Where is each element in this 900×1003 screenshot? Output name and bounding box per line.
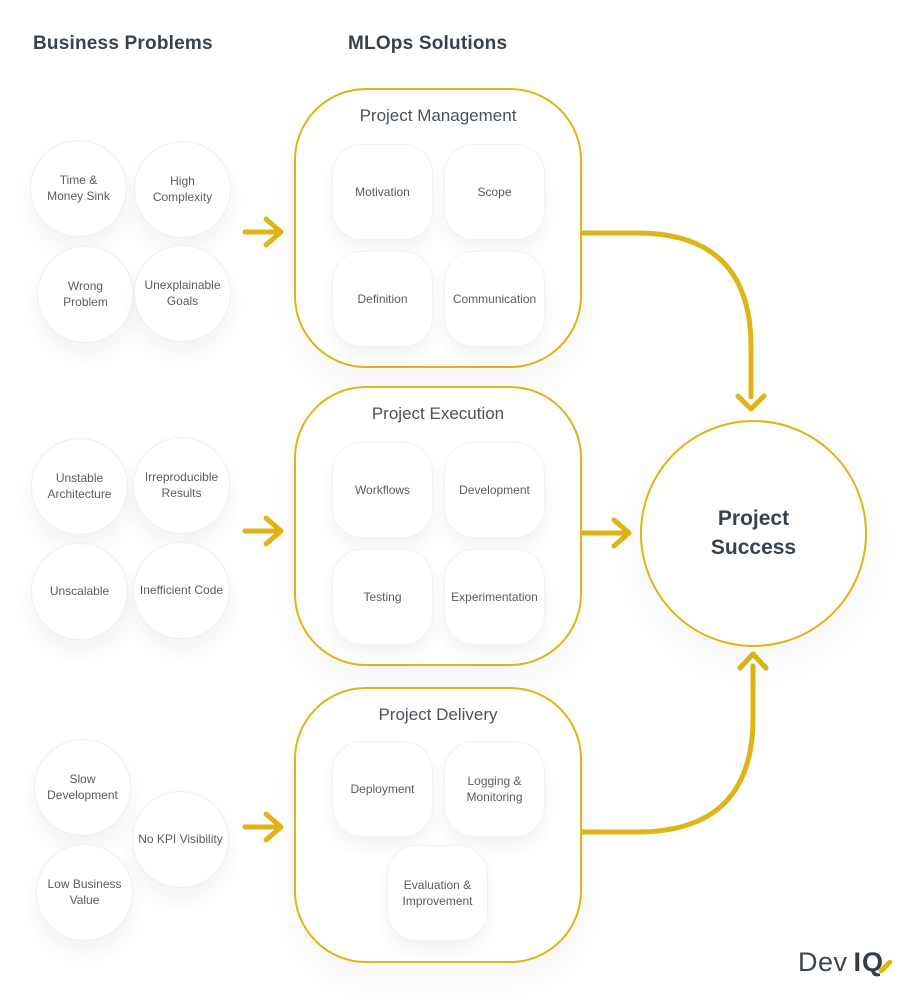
problem-circle-unexplainable-goals: Unexplainable Goals <box>134 245 231 342</box>
arrow-delivery-to-success <box>577 651 769 835</box>
solution-box-project-execution: Project Execution Workflows Development … <box>294 386 582 666</box>
solution-card-label: Testing <box>363 589 402 604</box>
solution-card-development: Development <box>444 442 545 538</box>
solution-box-title: Project Delivery <box>378 705 498 724</box>
problem-circle-label: Unexplainable Goals <box>144 277 221 308</box>
solution-box-project-management: Project Management Motivation Scope Defi… <box>294 88 582 368</box>
solution-card-label: Development <box>459 482 530 497</box>
problem-circle-no-kpi-visibility: No KPI Visibility <box>132 791 229 888</box>
solution-card-label: Scope <box>477 184 512 199</box>
problem-circle-label: Irreproducible Results <box>144 469 219 500</box>
problem-circle-wrong-problem: Wrong Problem <box>37 246 134 343</box>
solution-card-scope: Scope <box>444 144 545 240</box>
problem-circle-label: Unscalable <box>49 583 110 598</box>
solution-card-logging-monitoring: Logging & Monitoring <box>444 741 545 837</box>
problem-circle-label: High Complexity <box>152 173 213 204</box>
arrow-execution-to-success <box>577 517 632 549</box>
solution-box-project-delivery: Project Delivery Deployment Logging & Mo… <box>294 687 582 963</box>
solution-card-definition: Definition <box>332 251 433 347</box>
arrow-problems-to-delivery <box>242 811 284 843</box>
solution-card-label: Deployment <box>350 781 415 796</box>
problem-circle-label: Low Business Value <box>47 876 122 907</box>
problem-circle-irreproducible-results: Irreproducible Results <box>133 437 230 534</box>
solution-box-title: Project Execution <box>371 404 505 423</box>
solution-card-label: Definition <box>357 291 408 306</box>
solution-card-communication: Communication <box>444 251 545 347</box>
solution-card-label: Evaluation & Improvement <box>402 877 473 908</box>
logo-text-dev: Dev <box>797 947 848 977</box>
deviq-logo: Dev IQ <box>797 947 894 978</box>
problem-circle-unscalable: Unscalable <box>31 543 128 640</box>
solution-card-label: Communication <box>452 291 537 306</box>
solution-card-experimentation: Experimentation <box>444 549 545 645</box>
arrow-management-to-success <box>577 230 767 412</box>
problem-circle-low-business-value: Low Business Value <box>36 844 133 941</box>
solution-card-evaluation-improvement: Evaluation & Improvement <box>387 845 488 941</box>
solution-card-deployment: Deployment <box>332 741 433 837</box>
problem-circle-unstable-architecture: Unstable Architecture <box>31 438 128 535</box>
solution-card-label: Logging & Monitoring <box>466 773 523 804</box>
problem-circle-label: No KPI Visibility <box>138 831 223 846</box>
problem-circle-label: Inefficient Code <box>139 582 224 597</box>
project-success-node: Project Success <box>640 420 867 647</box>
problem-circle-label: Unstable Architecture <box>47 470 112 501</box>
problem-circle-slow-development: Slow Development <box>34 739 131 836</box>
solution-card-label: Experimentation <box>451 589 538 604</box>
problem-circle-time-money-sink: Time & Money Sink <box>30 140 127 237</box>
problem-circle-inefficient-code: Inefficient Code <box>133 542 230 639</box>
solution-box-title: Project Management <box>359 106 517 125</box>
solution-card-label: Workflows <box>354 482 411 497</box>
problem-circle-label: Slow Development <box>47 771 118 802</box>
heading-mlops-solutions: MLOps Solutions <box>348 33 508 54</box>
solution-card-testing: Testing <box>332 549 433 645</box>
solution-card-workflows: Workflows <box>332 442 433 538</box>
problem-circle-label: Time & Money Sink <box>47 172 110 203</box>
heading-business-problems: Business Problems <box>33 33 213 54</box>
solution-card-label: Motivation <box>355 184 410 199</box>
problem-circle-high-complexity: High Complexity <box>134 141 231 238</box>
problem-circle-label: Wrong Problem <box>63 278 108 309</box>
solution-card-motivation: Motivation <box>332 144 433 240</box>
project-success-label: Project Success <box>710 507 797 559</box>
arrow-problems-to-management <box>242 216 284 248</box>
arrow-problems-to-execution <box>242 515 284 547</box>
